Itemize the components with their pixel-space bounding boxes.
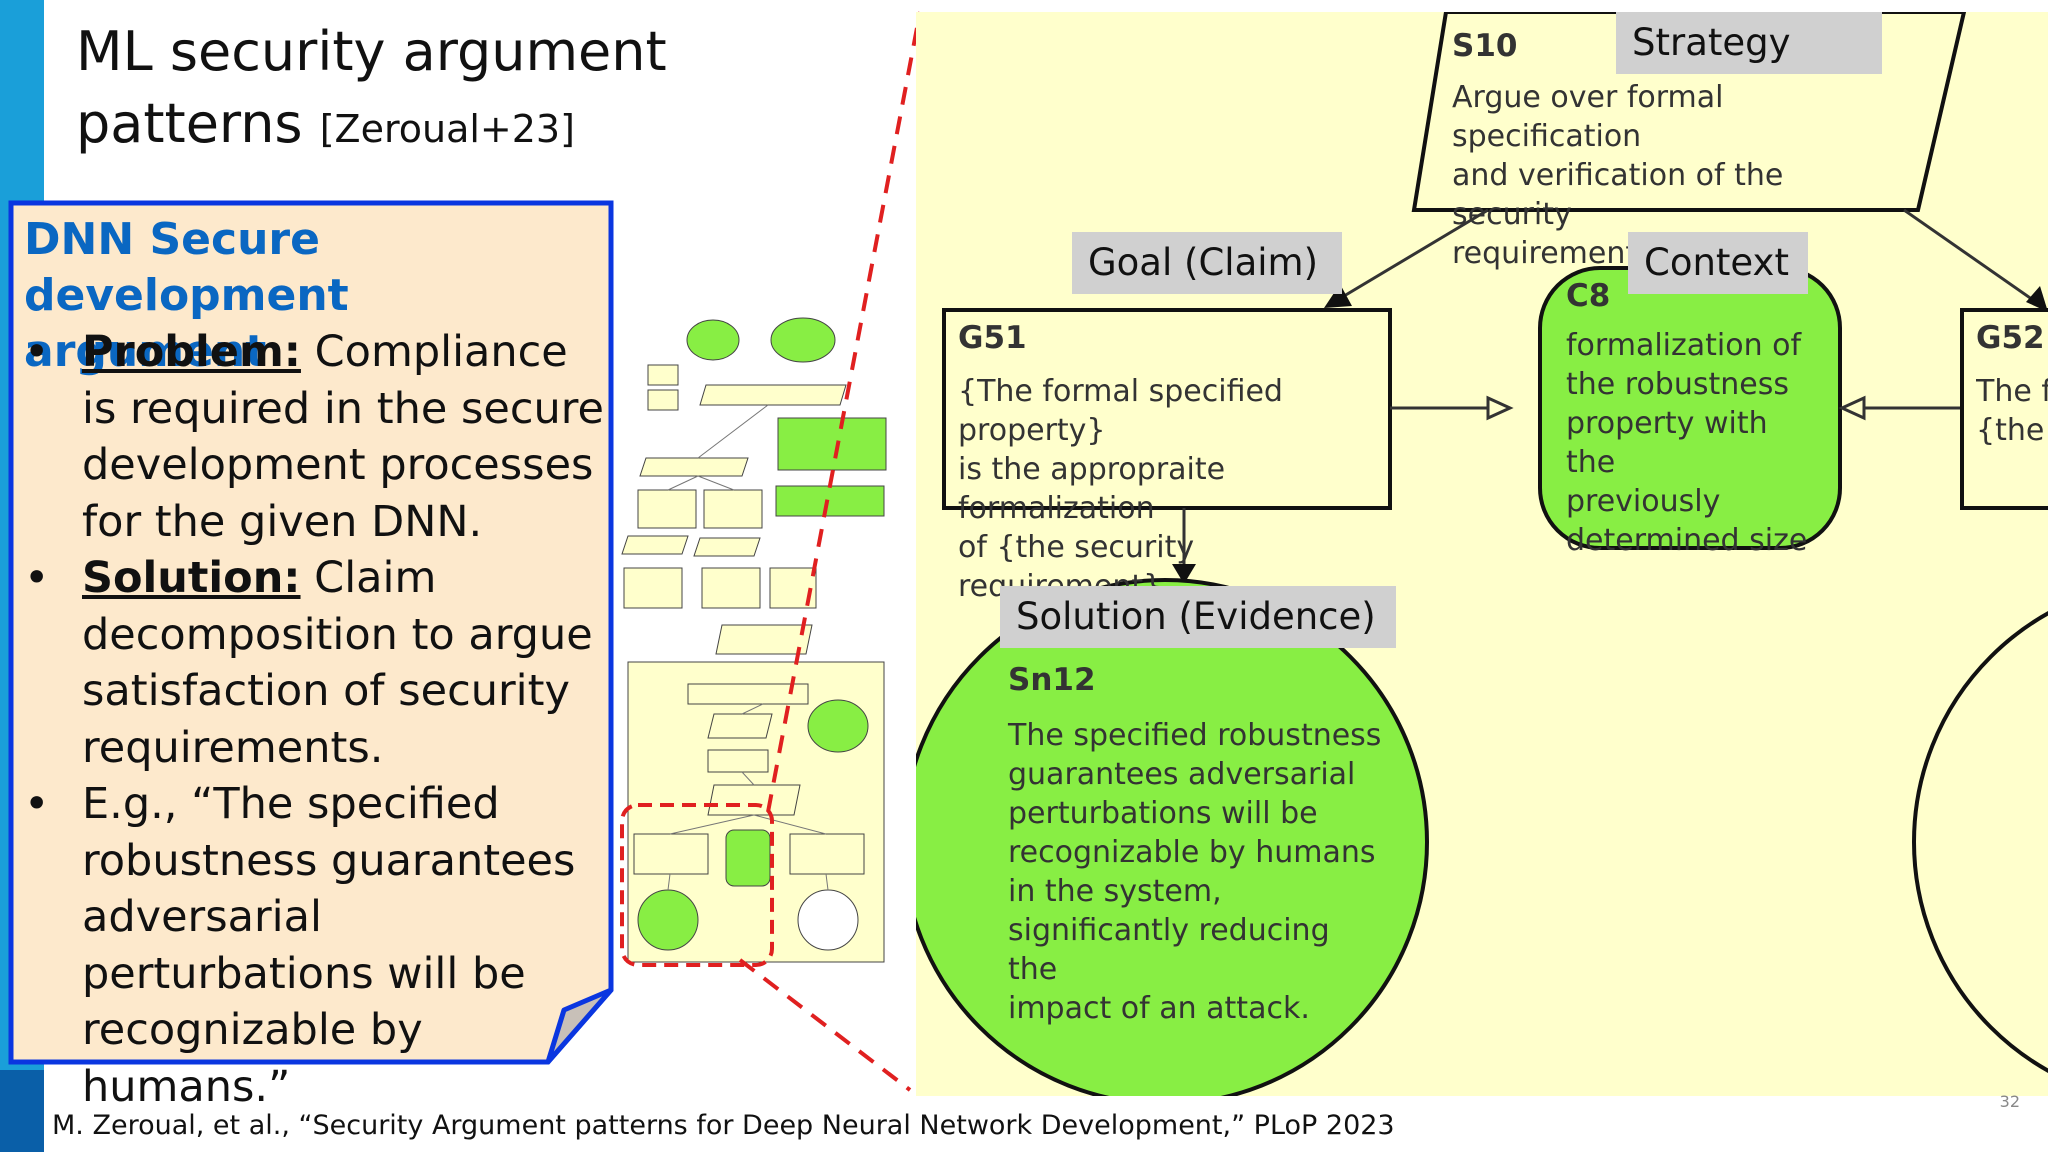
label-context: Context — [1628, 232, 1808, 294]
c8-line: previously — [1566, 484, 1721, 519]
bullet-example: E.g., “The specified robustness guarante… — [24, 776, 604, 1115]
bullet-problem: Problem: Compliance is required in the s… — [24, 324, 604, 550]
label-goal: Goal (Claim) — [1072, 232, 1342, 294]
g52-node: G52 The fo {the fo — [1976, 320, 2048, 450]
sn12-line: significantly reducing the — [1008, 913, 1330, 987]
sn12-text: The specified robustness guarantees adve… — [1008, 716, 1388, 1028]
c8-id: C8 — [1566, 278, 1611, 314]
pattern-thumbnail — [620, 317, 887, 967]
label-solution: Solution (Evidence) — [1000, 586, 1396, 648]
sn12-line: recognizable by humans — [1008, 835, 1376, 870]
callout-bullets: Problem: Compliance is required in the s… — [24, 324, 604, 1115]
s10-node: S10 Argue over formal specification and … — [1452, 28, 1912, 273]
bullet-solution-text: Claim decomposition to argue satisfactio… — [82, 553, 593, 773]
bullet-problem-key: Problem: — [82, 327, 301, 377]
c8-line: formalization of — [1566, 328, 1802, 363]
sn12-line: guarantees adversarial — [1008, 757, 1356, 792]
s10-line: requirement — [1452, 236, 1638, 271]
title-line-1: ML security argument patterns [Zeroual+2… — [76, 16, 796, 165]
s10-id: S10 — [1452, 28, 1518, 64]
bullet-problem-text: Compliance is required in the secure dev… — [82, 327, 604, 547]
g51-line: {The formal specified property} — [958, 374, 1283, 448]
sn12-node: Sn12 The specified robustness guarantees… — [1008, 662, 1388, 1028]
s10-line: and verification of the security — [1452, 158, 1784, 232]
c8-text: formalization of the robustness property… — [1566, 326, 1826, 560]
bullet-solution: Solution: Claim decomposition to argue s… — [24, 550, 604, 776]
g51-line: of {the security requirement} — [958, 530, 1195, 604]
sn12-line: perturbations will be — [1008, 796, 1318, 831]
c8-node: C8 formalization of the robustness prope… — [1566, 278, 1826, 560]
s10-line: Argue over formal specification — [1452, 80, 1724, 154]
sn12-line: The specified robustness — [1008, 718, 1382, 753]
title-main: ML security argument patterns — [76, 20, 667, 155]
g51-text: {The formal specified property} is the a… — [958, 372, 1388, 606]
label-strategy: Strategy — [1616, 12, 1882, 74]
g52-text: The fo {the fo — [1976, 372, 2048, 450]
c8-line: determined size — [1566, 523, 1808, 558]
page-number: 32 — [1999, 1092, 2020, 1111]
bullet-example-text: E.g., “The specified robustness guarante… — [82, 779, 576, 1112]
g51-id: G51 — [958, 320, 1027, 356]
zoomed-diagram: S10 Argue over formal specification and … — [916, 12, 2048, 1096]
gsn-shapes — [916, 12, 2048, 1096]
g52-line: The fo — [1976, 374, 2048, 409]
c8-line: property with the — [1566, 406, 1768, 480]
g51-node: G51 {The formal specified property} is t… — [958, 320, 1388, 606]
sn12-line: impact of an attack. — [1008, 991, 1310, 1026]
zoom-lines — [738, 11, 920, 1092]
slide-title: ML security argument patterns [Zeroual+2… — [76, 16, 916, 165]
bullet-solution-key: Solution: — [82, 553, 301, 603]
g51-line: is the appropraite formalization — [958, 452, 1226, 526]
footer-citation: M. Zeroual, et al., “Security Argument p… — [52, 1110, 1395, 1141]
sn12-id: Sn12 — [1008, 662, 1096, 698]
c8-line: the robustness — [1566, 367, 1789, 402]
sn12-line: in the system, — [1008, 874, 1222, 909]
g52-id: G52 — [1976, 320, 2045, 356]
title-citation: [Zeroual+23] — [319, 107, 575, 151]
s10-text: Argue over formal specification and veri… — [1452, 78, 1912, 273]
g52-line: {the fo — [1976, 413, 2048, 448]
